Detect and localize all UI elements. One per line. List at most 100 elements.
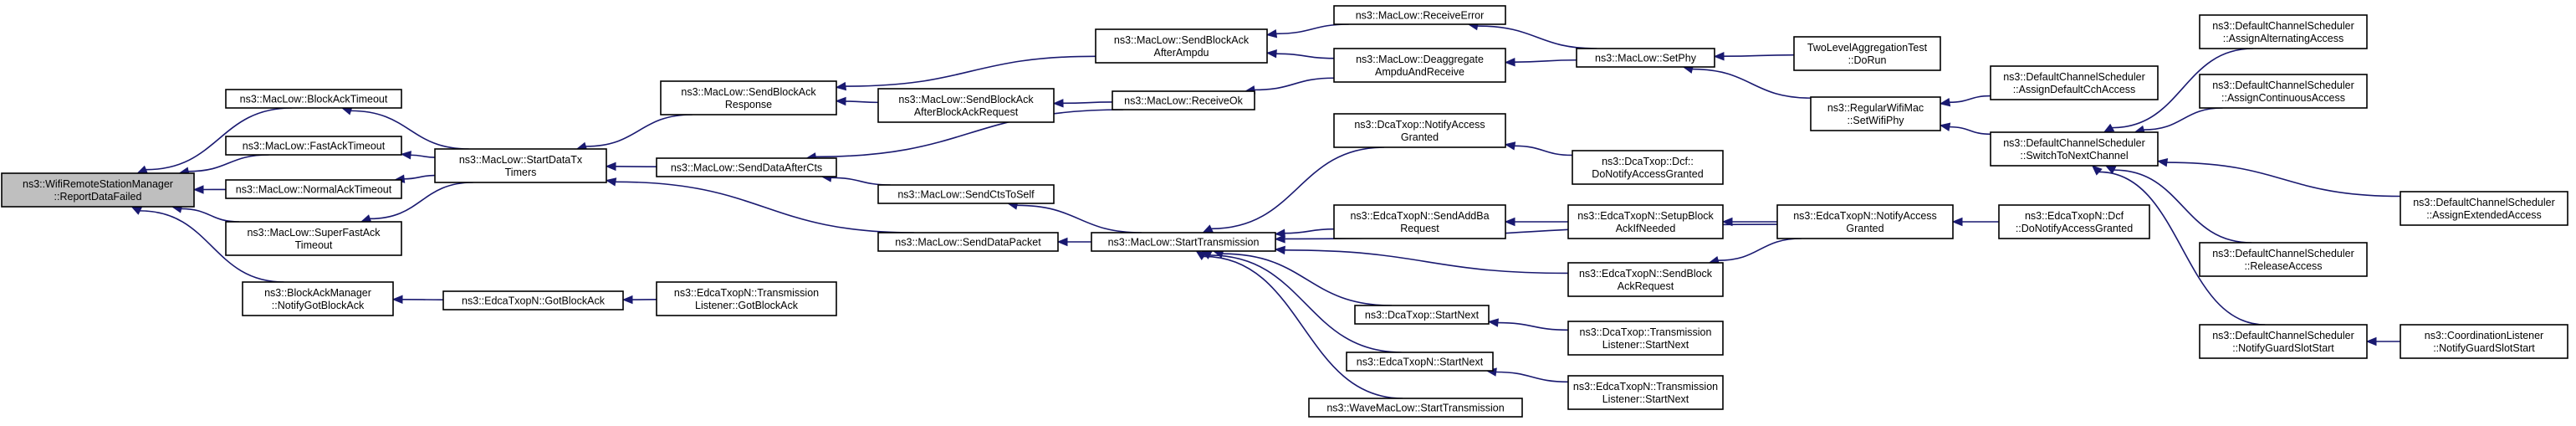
node-dcaTxopStartNext[interactable]: ns3::DcaTxop::StartNext (1354, 305, 1490, 325)
node-startTransmission[interactable]: ns3::MacLow::StartTransmission (1091, 232, 1276, 252)
edge-notifyGuardSlotStartCoordination-to-notifyGuardSlotStartScheduler (2365, 336, 2400, 346)
node-setPhy[interactable]: ns3::MacLow::SetPhy (1576, 48, 1715, 68)
edge-gotBlockAck-to-notifyGotBlockAck (391, 295, 444, 305)
node-sendDataAfterCts[interactable]: ns3::MacLow::SendDataAfterCts (656, 157, 837, 177)
edge-line (188, 154, 269, 172)
edge-setPhy-to-deaggregateAmpduAndReceive (1504, 57, 1577, 67)
node-label: ::DoNotifyAccessGranted (2016, 223, 2133, 234)
node-label: Timeout (295, 239, 333, 251)
arrowhead (1195, 250, 1207, 260)
edge-line (1718, 238, 1802, 262)
node-box (2400, 191, 2568, 226)
node-label: ::SwitchToNextChannel (2020, 150, 2128, 162)
node-label: Request (1400, 223, 1439, 234)
edge-startTransmission-to-sendCtsToSelf (1006, 201, 1142, 234)
node-regularWifiMacSetWifiPhy[interactable]: ns3::RegularWifiMac::SetWifiPhy (1810, 96, 1941, 131)
node-assignAlternatingAccess[interactable]: ns3::DefaultChannelScheduler::AssignAlte… (2199, 14, 2368, 49)
node-sendBlockAckAfterBlockAckRequest[interactable]: ns3::MacLow::SendBlockAckAfterBlockAckRe… (877, 88, 1055, 123)
node-transListenerGotBlockAck[interactable]: ns3::EdcaTxopN::TransmissionListener::Go… (656, 281, 837, 316)
node-dcaTxopDcfDoNotifyAccessGranted[interactable]: ns3::DcaTxop::Dcf::DoNotifyAccessGranted (1572, 150, 1724, 185)
node-box (877, 184, 1055, 204)
edge-line (181, 208, 240, 223)
node-box (1793, 36, 1941, 71)
node-assignContinuousAccess[interactable]: ns3::DefaultChannelScheduler::AssignCont… (2199, 74, 2368, 109)
node-label: ns3::MacLow::FastAckTimeout (243, 140, 386, 151)
node-label: AfterBlockAckRequest (914, 106, 1019, 118)
arrowhead (1721, 217, 1733, 227)
edge-dcaTxopNotifyAccessGranted-to-startTransmission (1202, 146, 1385, 234)
node-label: ns3::MacLow::SendBlockAck (1114, 34, 1250, 46)
node-sendDataPacket[interactable]: ns3::MacLow::SendDataPacket (877, 232, 1059, 252)
edge-line (585, 114, 693, 147)
node-dcaTxopTransListenerStartNext[interactable]: ns3::DcaTxop::TransmissionListener::Star… (1567, 321, 1724, 356)
node-box (660, 80, 837, 115)
arrowhead (2103, 123, 2115, 133)
node-label: ns3::MacLow::SendDataPacket (895, 236, 1041, 248)
node-box (2199, 324, 2368, 359)
node-box (656, 157, 837, 177)
node-label: Granted (1401, 131, 1439, 143)
node-box (1308, 398, 1523, 418)
edge-line (1275, 53, 1335, 59)
node-edcaDcfDoNotifyAccessGranted[interactable]: ns3::EdcaTxopN::Dcf::DoNotifyAccessGrant… (1998, 204, 2150, 239)
edge-line (1514, 59, 1577, 64)
node-label: ::ReleaseAccess (2244, 260, 2322, 272)
node-label: Listener::GotBlockAck (695, 300, 799, 311)
node-dcaTxopNotifyAccessGranted[interactable]: ns3::DcaTxop::NotifyAccessGranted (1333, 113, 1506, 148)
node-edcaStartNext[interactable]: ns3::EdcaTxopN::StartNext (1346, 352, 1494, 372)
node-gotBlockAck[interactable]: ns3::EdcaTxopN::GotBlockAck (442, 290, 624, 311)
edge-line (1016, 204, 1142, 234)
node-normalAckTimeout[interactable]: ns3::MacLow::NormalAckTimeout (225, 179, 402, 199)
node-fastAckTimeout[interactable]: ns3::MacLow::FastAckTimeout (225, 136, 402, 156)
node-box (2199, 14, 2368, 49)
node-switchToNextChannel[interactable]: ns3::DefaultChannelScheduler::SwitchToNe… (1990, 131, 2159, 167)
arrowhead (1265, 29, 1278, 38)
arrowhead (1202, 224, 1214, 234)
node-label: AckIfNeeded (1616, 223, 1676, 234)
node-releaseAccess[interactable]: ns3::DefaultChannelScheduler::ReleaseAcc… (2199, 242, 2368, 277)
arrowhead (136, 165, 148, 174)
node-receiveOk[interactable]: ns3::MacLow::ReceiveOk (1112, 90, 1255, 110)
edge-assignDefaultCchAccess-to-regularWifiMacSetWifiPhy (1939, 95, 1991, 107)
node-label: Timers (505, 167, 537, 178)
arrowhead (1274, 234, 1285, 244)
node-label: ns3::MacLow::NormalAckTimeout (236, 183, 392, 195)
node-label: ns3::DefaultChannelScheduler (2413, 197, 2555, 208)
node-edcaTransListenerStartNext[interactable]: ns3::EdcaTxopN::TransmissionListener::St… (1567, 375, 1724, 410)
node-label: AmpduAndReceive (1375, 66, 1464, 78)
node-root[interactable]: ns3::WifiRemoteStationManager::ReportDat… (1, 172, 195, 208)
edge-waveMacLowStartTransmission-to-startTransmission (1195, 250, 1403, 399)
node-label: ns3::EdcaTxopN::Transmission (674, 287, 819, 299)
node-label: ns3::MacLow::SendCtsToSelf (897, 188, 1035, 200)
node-assignDefaultCchAccess[interactable]: ns3::DefaultChannelScheduler::AssignDefa… (1990, 65, 2159, 100)
node-label: ns3::DefaultChannelScheduler (2003, 137, 2145, 149)
node-twoLevelAggregationTest[interactable]: TwoLevelAggregationTest::DoRun (1793, 36, 1941, 71)
edge-edcaNotifyAccessGranted-to-edcaSendBlockAckRequest (1708, 238, 1802, 265)
edge-line (2098, 171, 2266, 326)
node-sendCtsToSelf[interactable]: ns3::MacLow::SendCtsToSelf (877, 184, 1055, 204)
node-blockAckTimeout[interactable]: ns3::MacLow::BlockAckTimeout (225, 89, 402, 109)
node-label: ::SetWifiPhy (1847, 115, 1904, 126)
node-label: Listener::StartNext (1602, 339, 1689, 351)
arrowhead (1504, 217, 1515, 227)
node-edcaNotifyAccessGranted[interactable]: ns3::EdcaTxopN::NotifyAccessGranted (1776, 204, 1954, 239)
edge-startDataTxTimers-to-fastAckTimeout (400, 151, 436, 160)
node-notifyGuardSlotStartCoordination[interactable]: ns3::CoordinationListener::NotifyGuardSl… (2400, 324, 2568, 359)
node-notifyGuardSlotStartScheduler[interactable]: ns3::DefaultChannelScheduler::NotifyGuar… (2199, 324, 2368, 359)
edge-sendBlockAckAfterAmpdu-to-sendBlockAckResponse (835, 55, 1096, 91)
node-receiveError[interactable]: ns3::MacLow::ReceiveError (1333, 5, 1506, 25)
edge-assignExtendedAccess-to-switchToNextChannel (2156, 157, 2401, 198)
node-assignExtendedAccess[interactable]: ns3::DefaultChannelScheduler::AssignExte… (2400, 191, 2568, 226)
edge-line (1254, 77, 1335, 91)
node-notifyGotBlockAck[interactable]: ns3::BlockAckManager::NotifyGotBlockAck (242, 281, 394, 316)
node-waveMacLowStartTransmission[interactable]: ns3::WaveMacLow::StartTransmission (1308, 398, 1523, 418)
